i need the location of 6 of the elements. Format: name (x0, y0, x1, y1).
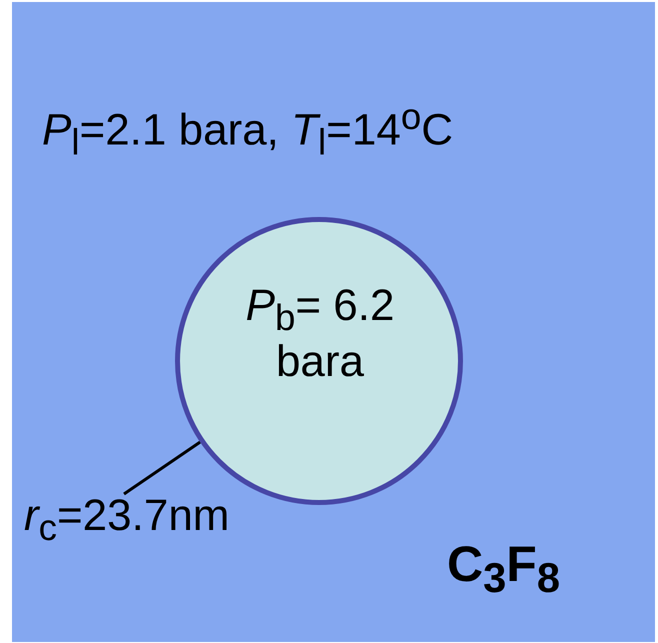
radius-label: r$_{c}$=23.7nm (24, 492, 230, 548)
pressure-label: P$_{b}$= 6.2 bara (244, 282, 396, 387)
condition-label: P$_{l}$=2.1 bara, T$_{l}$=14$^{o}$C (42, 97, 453, 163)
background-panel (12, 2, 655, 642)
leader-line (123, 440, 201, 496)
substance-label: C$_{3}$F$_{8}$ (447, 537, 560, 601)
